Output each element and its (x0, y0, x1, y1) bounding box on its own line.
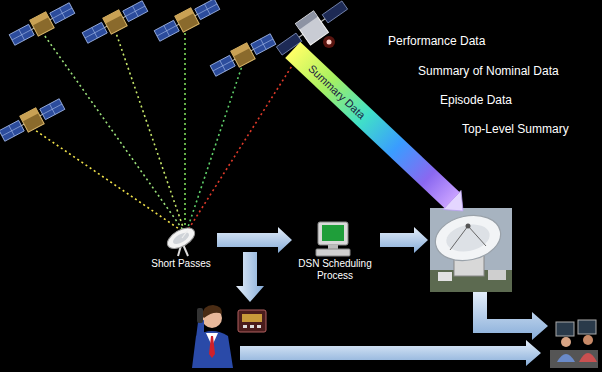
satellite (81, 0, 149, 46)
dsn-dish-photo (430, 208, 512, 292)
flow-arrow (240, 340, 541, 366)
flow-arrow (217, 227, 292, 253)
flow-arrow (236, 252, 264, 302)
building (488, 270, 506, 280)
downlink-line (188, 50, 302, 230)
antenna-node: Short Passes (148, 218, 214, 270)
flow-arrow (473, 292, 548, 340)
person-on-phone (192, 305, 233, 368)
signal-glint (323, 36, 335, 48)
scheduling-node: DSN Scheduling Process (295, 218, 375, 281)
satellites (0, 0, 277, 144)
downlink-line (115, 30, 184, 230)
downlink-line (32, 128, 182, 231)
data-product-label: Episode Data (440, 94, 512, 107)
data-product-label: Performance Data (388, 35, 485, 48)
downlink-line (184, 28, 186, 230)
pager-icon (238, 310, 266, 332)
building (438, 272, 452, 281)
signal-glint (327, 40, 332, 45)
node-label: DSN Scheduling Process (295, 258, 375, 281)
downlink-line (42, 32, 183, 230)
satellite (209, 31, 277, 79)
satellite (8, 0, 76, 48)
photo-sky (430, 208, 512, 292)
node-label: Short Passes (148, 258, 214, 270)
downlink-line (187, 63, 243, 230)
data-product-label: Top-Level Summary (462, 123, 569, 136)
data-product-label: Summary of Nominal Data (418, 65, 559, 78)
dish-reflector (431, 210, 505, 267)
downlink-lines (32, 28, 302, 231)
flow-arrow (380, 227, 428, 253)
satellite (153, 0, 221, 44)
antenna-icon (164, 224, 198, 256)
dish-reflector (444, 221, 492, 256)
computer-icon (316, 222, 350, 256)
satellite (0, 96, 66, 144)
operators-workstation (550, 320, 598, 368)
